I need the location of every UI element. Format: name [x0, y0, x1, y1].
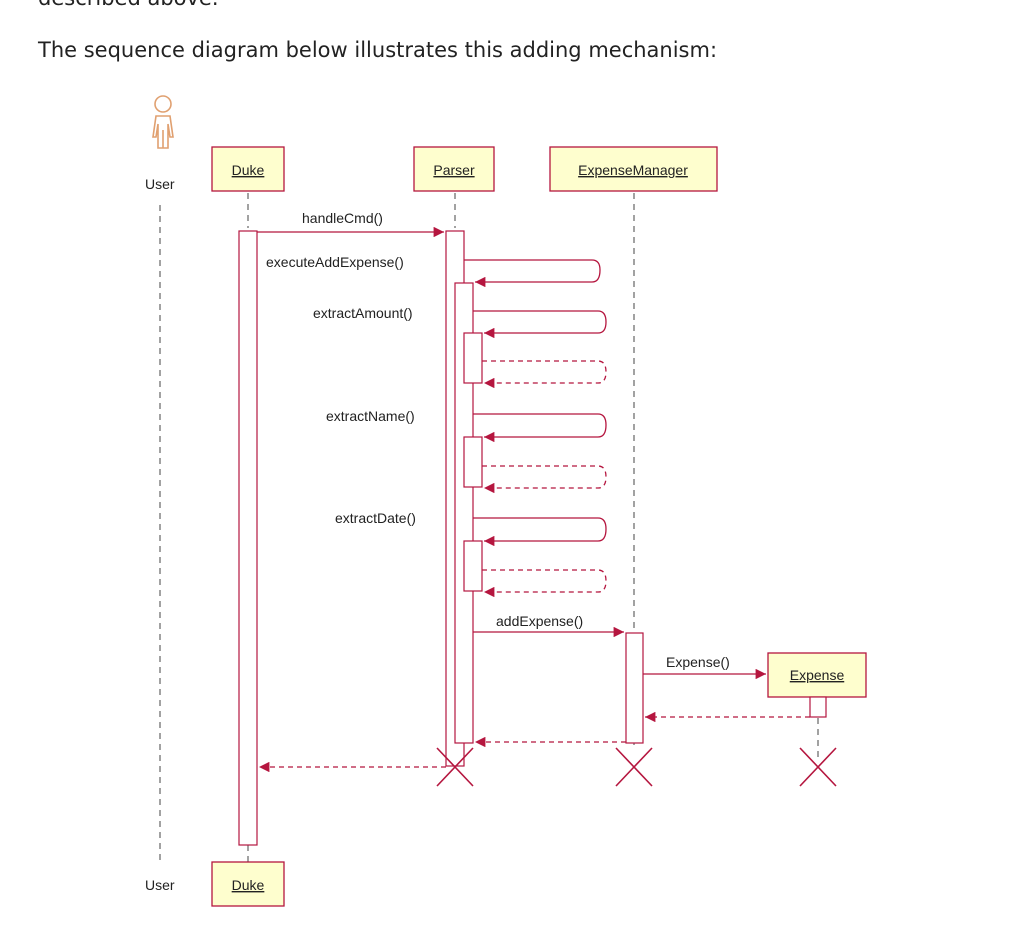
participant-duke-label: Duke: [232, 162, 265, 178]
participant-expensemanager: ExpenseManager: [549, 146, 718, 192]
participant-parser: Parser: [413, 146, 495, 192]
msg-addexpense-label: addExpense(): [496, 613, 583, 629]
clipped-text-line: described above.: [0, 0, 1013, 10]
msg-extractname-arrow: [473, 413, 607, 443]
msg-extractamount-arrow: [473, 310, 607, 339]
participant-duke-bottom: Duke: [211, 861, 285, 907]
parser-destroy-icon: [436, 747, 474, 787]
parser-activation-nested: [454, 282, 474, 744]
msg-extractamount-return: [482, 360, 607, 389]
participant-parser-label: Parser: [433, 162, 475, 178]
participant-duke-bottom-label: Duke: [232, 877, 265, 893]
participant-expense: Expense: [767, 652, 867, 698]
msg-extractdate-return: [482, 569, 607, 598]
intro-text: The sequence diagram below illustrates t…: [38, 38, 718, 62]
expensemanager-activation: [625, 632, 644, 744]
msg-executeaddexpense-arrow: [464, 259, 601, 288]
duke-activation: [238, 230, 258, 846]
participant-expensemanager-label: ExpenseManager: [578, 162, 688, 178]
user-actor-label-top: User: [145, 176, 175, 192]
extract-amount-activation: [463, 332, 483, 384]
extract-name-activation: [463, 436, 483, 488]
expensemanager-destroy-icon: [615, 747, 653, 787]
expense-destroy-icon: [799, 747, 837, 787]
msg-expense-ctor-label: Expense(): [666, 654, 730, 670]
participant-expense-label: Expense: [790, 667, 845, 683]
msg-extractname-label: extractName(): [326, 408, 415, 424]
participant-duke: Duke: [211, 146, 285, 192]
msg-executeaddexpense-label: executeAddExpense(): [266, 254, 404, 270]
msg-extractdate-arrow: [473, 517, 607, 547]
expense-activation: [809, 696, 827, 718]
msg-extractamount-label: extractAmount(): [313, 305, 413, 321]
user-actor-icon: [152, 95, 174, 149]
extract-date-activation: [463, 540, 483, 592]
user-actor-label-bottom: User: [145, 877, 175, 893]
msg-extractdate-label: extractDate(): [335, 510, 416, 526]
msg-handlecmd-label: handleCmd(): [302, 210, 383, 226]
msg-extractname-return: [482, 465, 607, 494]
